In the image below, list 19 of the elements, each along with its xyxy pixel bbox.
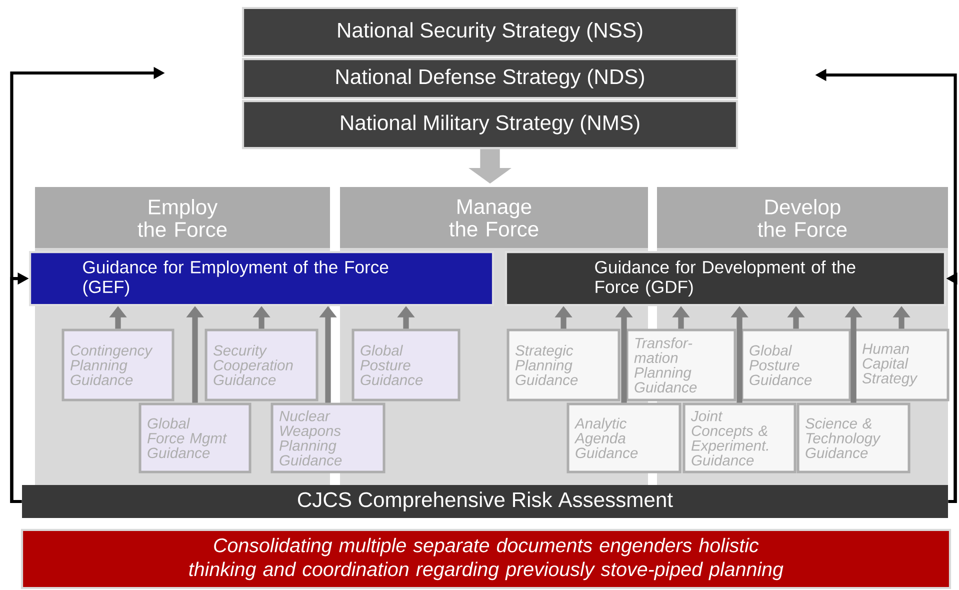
guidance-banner: Guidance for Employment of the Force (GEF)	[28, 250, 494, 306]
document-box: Science & Technology Guidance	[796, 402, 910, 474]
guidance-banner: Guidance for Development of the Force (GDF)	[504, 250, 946, 306]
assessment-bar: CJCS Comprehensive Risk Assessment	[22, 485, 948, 518]
document-box: Joint Concepts & Experiment. Guidance	[682, 402, 796, 474]
document-box: Transfor-mation Planning Guidance	[626, 328, 736, 402]
document-box: Global Force Mgmt Guidance	[138, 402, 252, 474]
document-box: Nuclear Weapons Planning Guidance	[270, 402, 386, 474]
strategy-box: National Military Strategy (NMS)	[242, 100, 738, 150]
document-box: Global Posture Guidance	[352, 328, 460, 402]
document-box: Analytic Agenda Guidance	[566, 402, 682, 474]
summary-banner: Consolidating multiple separate documents engenders holistic thinking and coordination regarding previously stove-piped planning	[20, 528, 952, 590]
document-box: Human Capital Strategy	[854, 328, 950, 402]
document-box: Global Posture Guidance	[740, 328, 852, 402]
document-box: Strategic Planning Guidance	[506, 328, 620, 402]
strategy-box: National Defense Strategy (NDS)	[242, 58, 738, 100]
document-box: Contingency Planning Guidance	[62, 328, 174, 402]
strategy-box: National Security Strategy (NSS)	[242, 6, 738, 58]
document-box: Security Cooperation Guidance	[204, 328, 318, 402]
